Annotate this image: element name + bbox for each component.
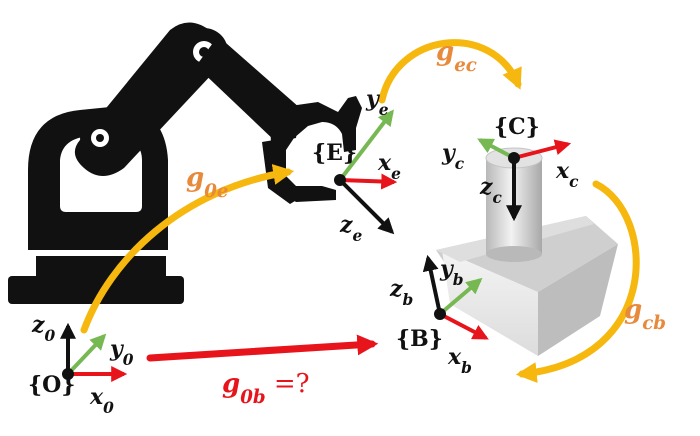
arrow-g0b	[146, 334, 379, 362]
origin-y-axis	[66, 333, 107, 376]
box-y-axis	[438, 277, 483, 316]
box-x-axis	[439, 312, 489, 340]
cup-x-label: xc	[555, 158, 579, 191]
label-gec: gec	[436, 37, 477, 76]
box-y-label: yb	[439, 256, 464, 289]
label-g0e: g0e	[186, 163, 228, 202]
cup-bottom	[486, 246, 542, 262]
frame-box: {B} zb yb xb	[389, 254, 489, 377]
cup-y-label: yc	[441, 140, 465, 173]
origin-frame-label: {O}	[28, 372, 75, 398]
label-g0b: g0b =?	[222, 369, 310, 408]
cup-point	[508, 152, 520, 164]
origin-y-label: y0	[109, 336, 134, 369]
cup-y-axis	[477, 138, 515, 160]
box-frame-label: {B}	[396, 326, 443, 352]
effector-point	[334, 174, 346, 186]
cup-z-label: zc	[479, 174, 503, 207]
effector-z-label: ze	[339, 212, 363, 245]
box-point	[434, 308, 446, 320]
origin-point	[62, 368, 74, 380]
label-gcb: gcb	[624, 295, 666, 334]
box-z-axis	[422, 254, 442, 315]
arrow-g0e	[80, 164, 295, 334]
cup-x-axis	[513, 139, 572, 160]
robot-arm	[8, 22, 362, 304]
effector-x-axis	[339, 173, 398, 190]
robot-gripper-lower-jaw	[262, 140, 300, 204]
robot-base-plinth	[36, 256, 166, 280]
effector-z-axis	[338, 178, 395, 235]
transform-arrows	[80, 39, 640, 383]
box-right-face	[538, 244, 618, 356]
cup-frame-label: {C}	[494, 114, 540, 140]
frame-origin: {O} z0 y0 x0	[28, 312, 134, 417]
arrow-gec	[378, 39, 522, 104]
frame-cup: {C} yc xc zc	[441, 114, 579, 222]
origin-x-label: x0	[89, 384, 114, 417]
effector-y-label: ye	[365, 86, 389, 119]
origin-z-label: z0	[31, 312, 56, 345]
box-front-face	[442, 250, 538, 356]
box-x-label: xb	[447, 344, 472, 377]
effector-frame-label: {E}	[312, 140, 357, 166]
frame-effector: {E} ye xe ze	[312, 86, 401, 245]
robot-gripper	[270, 96, 362, 202]
arrow-gcb	[515, 180, 640, 383]
box-z-label: zb	[389, 276, 413, 309]
effector-x-label: xe	[377, 150, 401, 183]
robot-upper-arm	[196, 36, 300, 142]
robot-base-plate	[8, 276, 184, 304]
effector-y-axis	[338, 109, 394, 182]
